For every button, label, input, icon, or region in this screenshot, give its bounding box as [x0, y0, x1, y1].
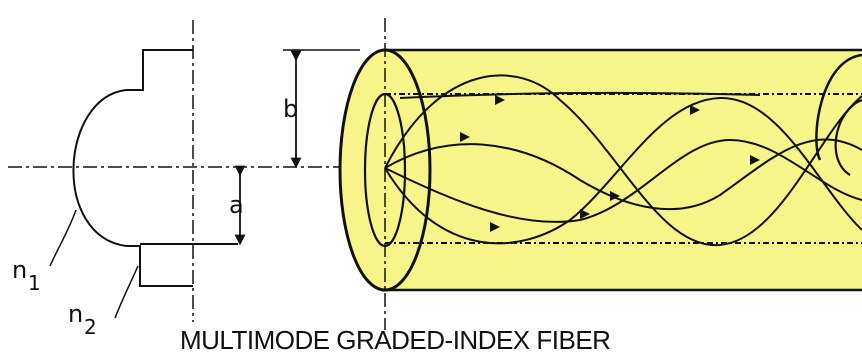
n2-leader [114, 265, 139, 319]
ray-path-2 [384, 138, 862, 211]
ray-arrow [580, 209, 590, 219]
diagram-title: MULTIMODE GRADED-INDEX FIBER [180, 325, 610, 355]
ray-arrow [750, 155, 760, 165]
ray-paths [384, 74, 862, 247]
ray-arrow [610, 191, 620, 201]
label-n2-sub: 2 [84, 315, 97, 339]
index-profile [72, 20, 238, 322]
n1-leader [49, 209, 77, 267]
label-n1-sub: 1 [28, 271, 41, 295]
ray-path-4 [384, 138, 862, 223]
ray-arrows [460, 95, 760, 232]
ray-path-3 [384, 96, 862, 245]
profile-cladding-bottom [126, 245, 193, 287]
ray-arrow [690, 105, 700, 115]
ray-arrow [460, 132, 470, 142]
label-n2: n 2 [68, 300, 97, 339]
dimension-b [283, 49, 360, 169]
fiber-cylinder [338, 48, 862, 292]
ray-arrow [495, 95, 505, 105]
ray-path-1 [384, 74, 862, 247]
label-n1: n 1 [12, 256, 41, 295]
ray-path-5 [399, 92, 761, 99]
label-a: a [229, 191, 244, 219]
profile-core-curve [72, 89, 127, 247]
profile-cladding-top [126, 49, 193, 91]
ray-arrow [490, 222, 500, 232]
label-n1-base: n [12, 256, 27, 284]
label-b: b [283, 95, 298, 123]
label-n2-base: n [68, 300, 83, 328]
